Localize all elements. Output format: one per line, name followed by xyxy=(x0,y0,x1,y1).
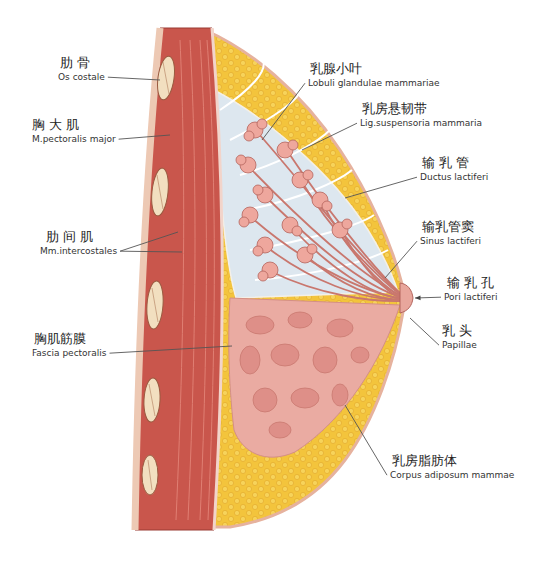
leader-line xyxy=(110,346,232,353)
part-name-latin: Pori lactiferi xyxy=(444,292,498,302)
leader-line xyxy=(262,83,305,140)
leader-line xyxy=(345,405,387,475)
part-name-latin: Lobuli glandulae mammariae xyxy=(308,78,440,88)
leader-line xyxy=(120,232,178,251)
part-name-latin: Corpus adiposum mammae xyxy=(390,470,514,480)
part-name-latin: Mm.intercostales xyxy=(40,246,117,256)
leader-line xyxy=(302,123,357,150)
part-name-latin: Ductus lactiferi xyxy=(420,172,488,182)
part-name-zh: 胸 大 肌 xyxy=(32,118,79,133)
part-name-zh: 胸肌筋膜 xyxy=(34,332,86,347)
part-name-zh: 输 乳 管 xyxy=(422,156,469,171)
part-name-latin: Lig.suspensoria mammaria xyxy=(360,118,482,128)
part-name-latin: Os costale xyxy=(58,72,105,82)
part-name-latin: Papillae xyxy=(442,340,477,350)
leader-line xyxy=(119,135,170,139)
part-name-zh: 乳 头 xyxy=(442,324,472,339)
part-name-zh: 乳房悬韧带 xyxy=(362,102,427,117)
part-name-zh: 输乳管窦 xyxy=(422,220,474,235)
leader-line xyxy=(108,77,160,80)
leader-line xyxy=(345,177,417,198)
leader-arrowhead xyxy=(415,295,421,300)
leader-line xyxy=(410,318,439,345)
part-name-zh: 肋 间 肌 xyxy=(46,230,93,245)
part-name-latin: M.pectoralis major xyxy=(32,134,116,144)
leader-line xyxy=(385,241,417,278)
part-name-zh: 乳腺小叶 xyxy=(310,62,362,77)
leader-line xyxy=(120,251,182,253)
part-name-zh: 肋 骨 xyxy=(60,56,90,71)
part-name-latin: Fascia pectoralis xyxy=(32,348,107,358)
part-name-latin: Sinus lactiferi xyxy=(420,236,481,246)
part-name-zh: 输 乳 孔 xyxy=(447,276,494,291)
part-name-zh: 乳房脂肪体 xyxy=(392,454,457,469)
